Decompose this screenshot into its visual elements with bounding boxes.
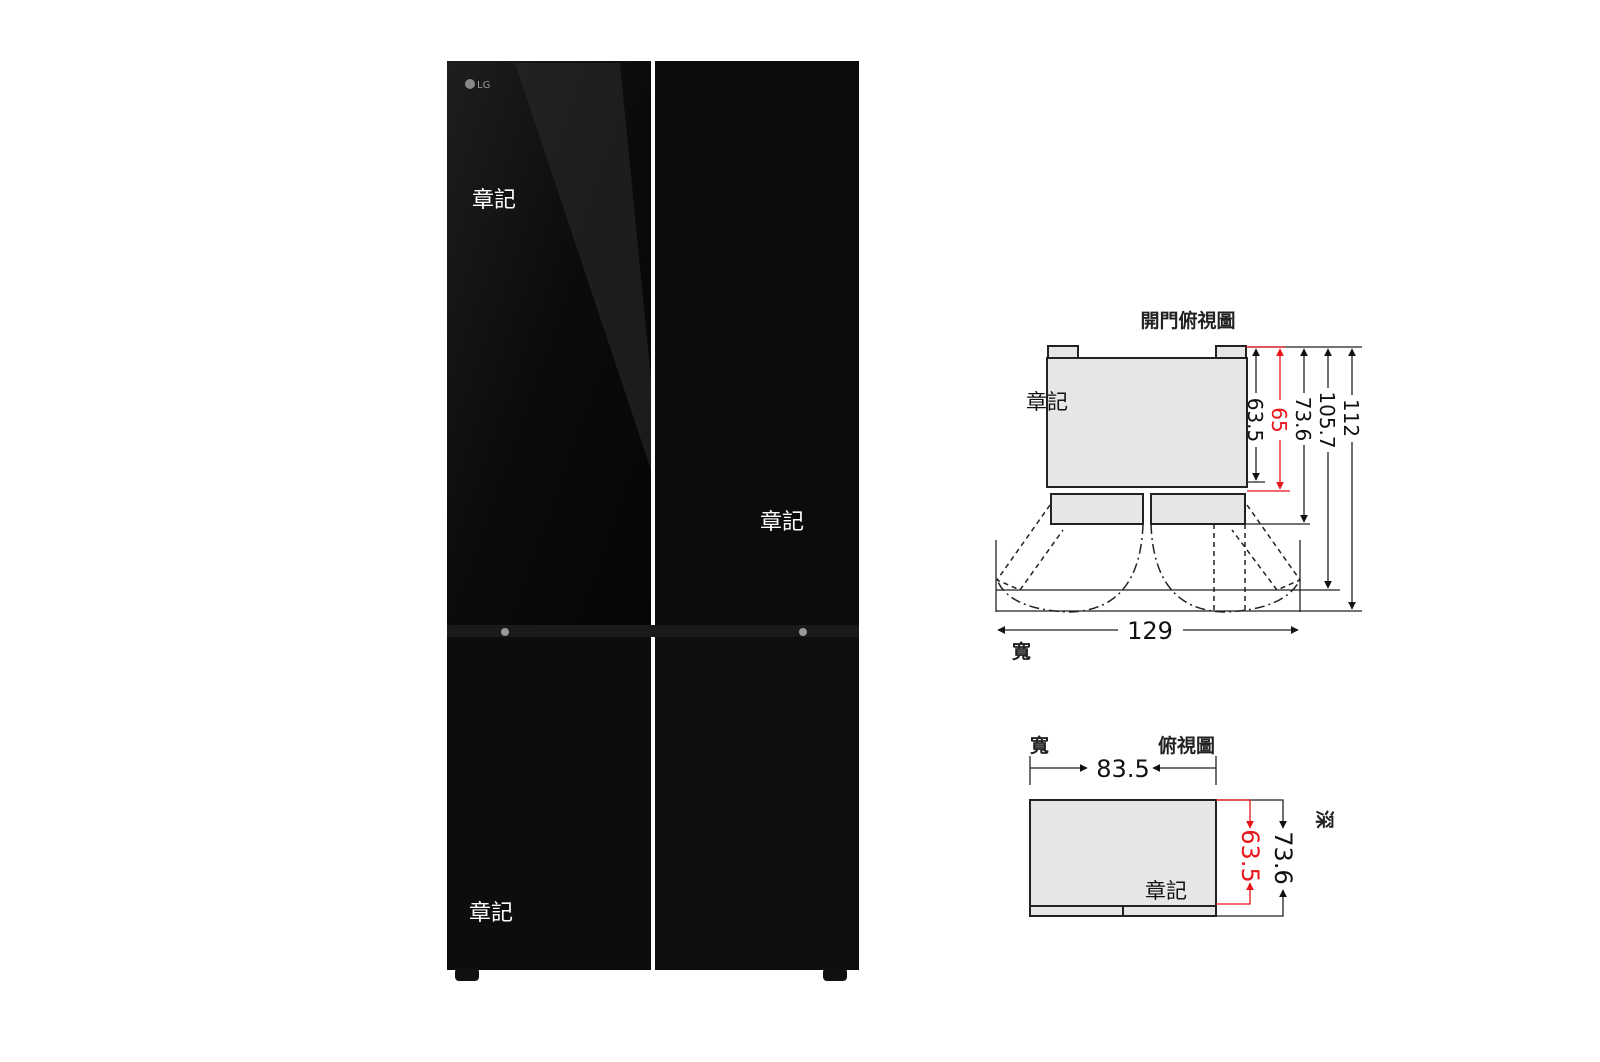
depth-73-6-label: 73.6: [1269, 831, 1297, 884]
depth-112-label: 112: [1339, 399, 1363, 437]
watermark: 章記: [472, 188, 516, 213]
watermark: 章記: [1145, 879, 1187, 903]
diagram-title: 俯視圖: [1158, 734, 1215, 757]
watermark: 章記: [1026, 390, 1068, 414]
door-swing-lines: [995, 504, 1302, 613]
door-right-outline: [1150, 493, 1246, 525]
width-label: 寬: [1012, 640, 1031, 663]
refrigerator: LG 章記 章記 章記: [447, 61, 859, 981]
door-left-outline: [1050, 493, 1144, 525]
fridge-drawer-bottom-right: [655, 637, 859, 970]
diagram-title: 開門俯視圖: [1140, 309, 1235, 332]
width-129-label: 129: [1127, 617, 1173, 645]
fridge-body-outline: [1029, 799, 1217, 917]
hinge: [799, 628, 807, 636]
fridge-top-bump: [1215, 345, 1247, 359]
depth-73-6-label: 73.6: [1291, 397, 1315, 442]
hinge: [501, 628, 509, 636]
top-view-diagram: 寬 俯視圖 83.5 63.5 73.6 深 章記: [1029, 734, 1336, 917]
watermark: 章記: [760, 510, 804, 535]
fridge-top-bump: [1047, 345, 1079, 359]
glass-reflection: [515, 63, 651, 470]
depth-63-5-label: 63.5: [1243, 398, 1267, 443]
fridge-drawer-bottom-left: [447, 637, 651, 970]
fridge-door-top-right: [655, 61, 859, 625]
depth-105-7-label: 105.7: [1315, 391, 1339, 448]
watermark: 章記: [469, 901, 513, 926]
fridge-divider: [447, 625, 859, 637]
width-label: 寬: [1030, 734, 1049, 757]
fridge-body-outline: [1046, 357, 1248, 488]
depth-label: 深: [1313, 810, 1336, 829]
depth-63-5-label: 63.5: [1236, 829, 1264, 882]
brand-logo: LG: [477, 80, 490, 91]
lg-logo-icon: [465, 79, 475, 89]
fridge-foot: [823, 968, 847, 981]
fridge-foot: [455, 968, 479, 981]
width-83-5-label: 83.5: [1096, 755, 1149, 783]
depth-65-label: 65: [1267, 407, 1291, 432]
open-door-view-diagram: 開門俯視圖: [995, 309, 1363, 663]
